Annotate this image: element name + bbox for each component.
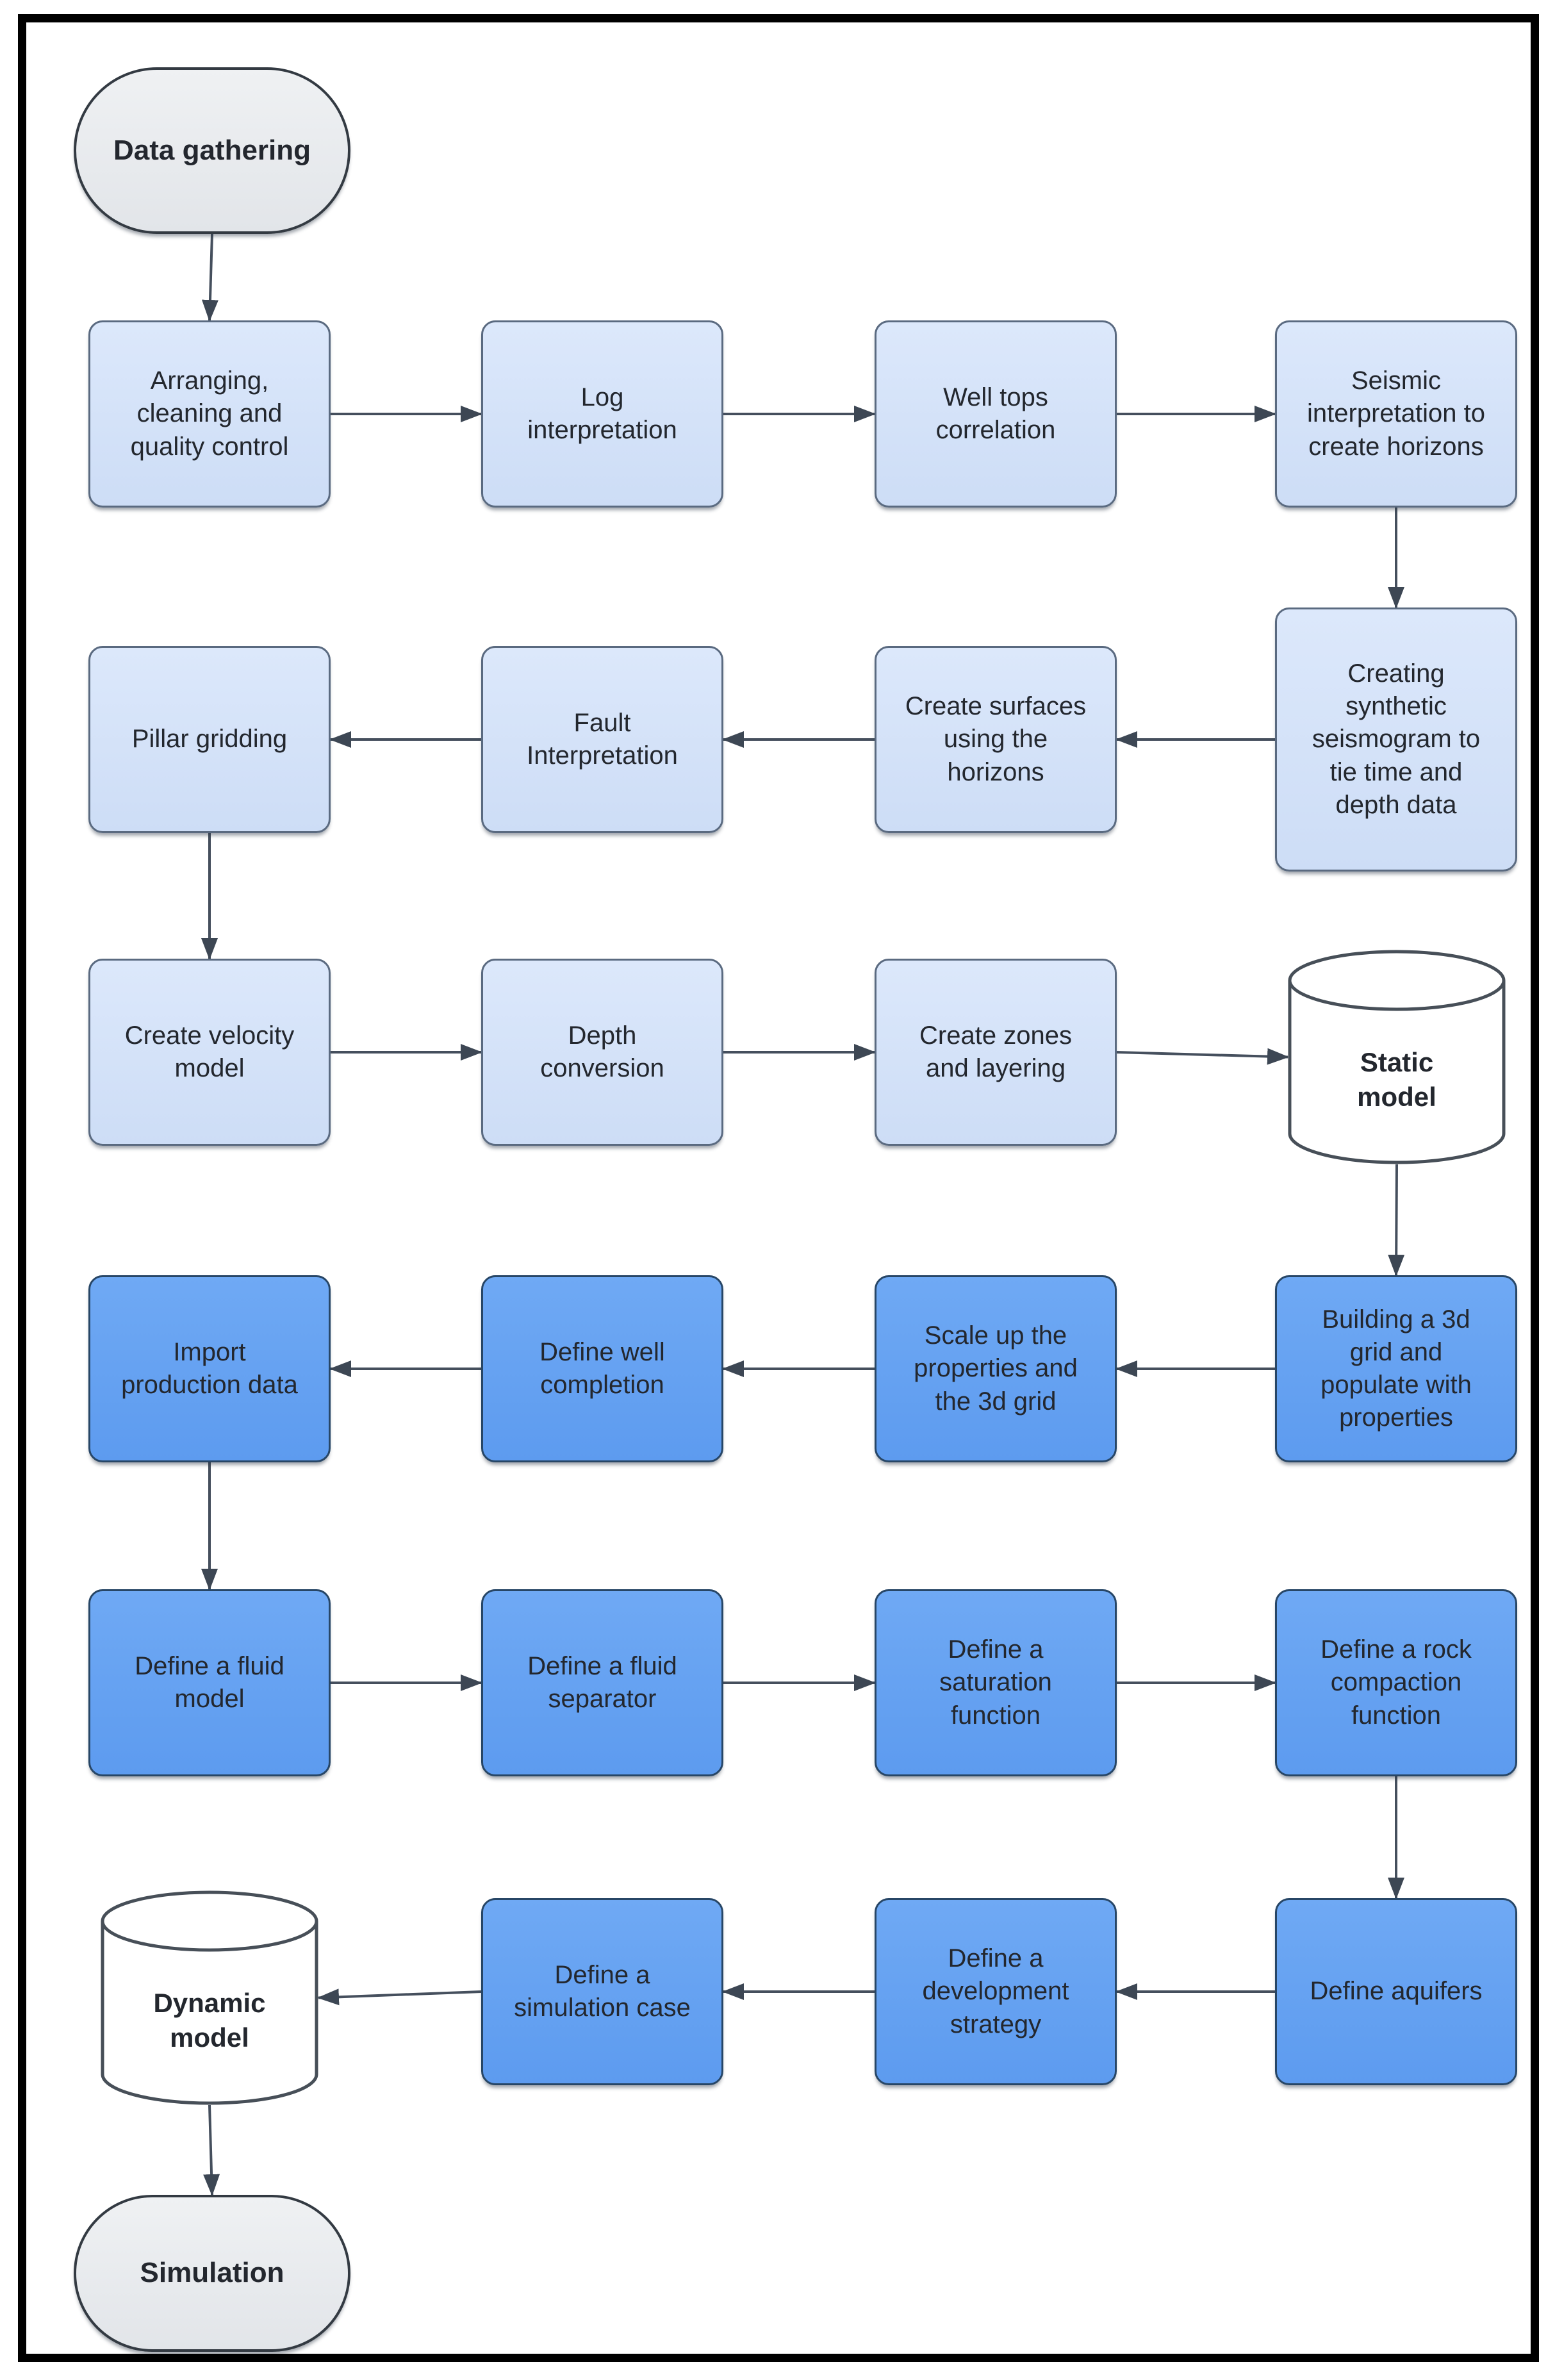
- cylinder-shape: [1288, 950, 1506, 1164]
- node-import-production: Import production data: [88, 1275, 331, 1462]
- node-label: Import production data: [121, 1337, 298, 1399]
- node-label: Define a development strategy: [922, 1944, 1069, 2038]
- node-well-completion: Define well completion: [481, 1275, 723, 1462]
- node-simulation-case: Define a simulation case: [481, 1898, 723, 2085]
- node-rock-compaction: Define a rock compaction function: [1275, 1589, 1517, 1776]
- node-label: Define well completion: [539, 1337, 665, 1399]
- node-label: Data gathering: [113, 134, 311, 166]
- node-scale-up: Scale up the properties and the 3d grid: [875, 1275, 1117, 1462]
- flow-arrow-data-gathering-to-arranging: [201, 233, 218, 322]
- node-label: Creating synthetic seismogram to tie tim…: [1312, 659, 1481, 819]
- node-label: Define a fluid model: [135, 1651, 284, 1713]
- node-seismic-interpretation: Seismic interpretation to create horizon…: [1275, 320, 1517, 508]
- node-simulation: Simulation: [74, 2195, 350, 2352]
- node-fluid-separator: Define a fluid separator: [481, 1589, 723, 1776]
- node-label: Create zones and layering: [919, 1021, 1072, 1082]
- node-label: Static model: [1357, 1046, 1436, 1112]
- node-arranging: Arranging, cleaning and quality control: [88, 320, 331, 508]
- node-fault-interpretation: Fault Interpretation: [481, 646, 723, 833]
- node-label: Fault Interpretation: [527, 708, 678, 770]
- node-building-3d-grid: Building a 3d grid and populate with pro…: [1275, 1275, 1517, 1462]
- flow-arrow-simulation-case-to-dynamic-model: [317, 1988, 482, 2006]
- node-label: Simulation: [140, 2257, 284, 2289]
- node-label: Arranging, cleaning and quality control: [130, 367, 289, 461]
- node-fluid-model: Define a fluid model: [88, 1589, 331, 1776]
- node-label: Create surfaces using the horizons: [905, 692, 1087, 786]
- node-synthetic-seismogram: Creating synthetic seismogram to tie tim…: [1275, 607, 1517, 872]
- node-label: Define a rock compaction function: [1321, 1635, 1472, 1730]
- node-label: Seismic interpretation to create horizon…: [1307, 367, 1485, 461]
- flow-arrow-zones-layering-to-static-model: [1116, 1048, 1289, 1065]
- flow-arrow-dynamic-model-to-simulation: [203, 2104, 220, 2196]
- node-label: Depth conversion: [540, 1021, 664, 1082]
- node-velocity-model: Create velocity model: [88, 959, 331, 1146]
- node-label: Define a saturation function: [939, 1635, 1052, 1730]
- node-pillar-gridding: Pillar gridding: [88, 646, 331, 833]
- node-label: Scale up the properties and the 3d grid: [914, 1321, 1078, 1416]
- node-zones-layering: Create zones and layering: [875, 959, 1117, 1146]
- node-create-surfaces: Create surfaces using the horizons: [875, 646, 1117, 833]
- node-label: Well tops correlation: [935, 383, 1056, 444]
- flow-arrow-static-model-to-building-3d-grid: [1388, 1164, 1405, 1277]
- node-aquifers: Define aquifers: [1275, 1898, 1517, 2085]
- node-label: Define aquifers: [1310, 1977, 1483, 2006]
- node-development-strategy: Define a development strategy: [875, 1898, 1117, 2085]
- node-dynamic-model: Dynamic model: [101, 1890, 318, 2105]
- node-label: Pillar gridding: [131, 725, 288, 754]
- node-label: Log interpretation: [527, 383, 677, 444]
- node-label: Define a simulation case: [514, 1960, 691, 2022]
- node-well-tops: Well tops correlation: [875, 320, 1117, 508]
- node-label: Create velocity model: [124, 1021, 295, 1082]
- node-depth-conversion: Depth conversion: [481, 959, 723, 1146]
- node-log-interpretation: Log interpretation: [481, 320, 723, 508]
- node-label: Define a fluid separator: [527, 1651, 677, 1713]
- node-label: Building a 3d grid and populate with pro…: [1321, 1305, 1472, 1432]
- node-data-gathering: Data gathering: [74, 67, 350, 234]
- cylinder-shape: [101, 1890, 318, 2105]
- node-label: Dynamic model: [153, 1987, 266, 2053]
- node-saturation-function: Define a saturation function: [875, 1589, 1117, 1776]
- node-static-model: Static model: [1288, 950, 1506, 1164]
